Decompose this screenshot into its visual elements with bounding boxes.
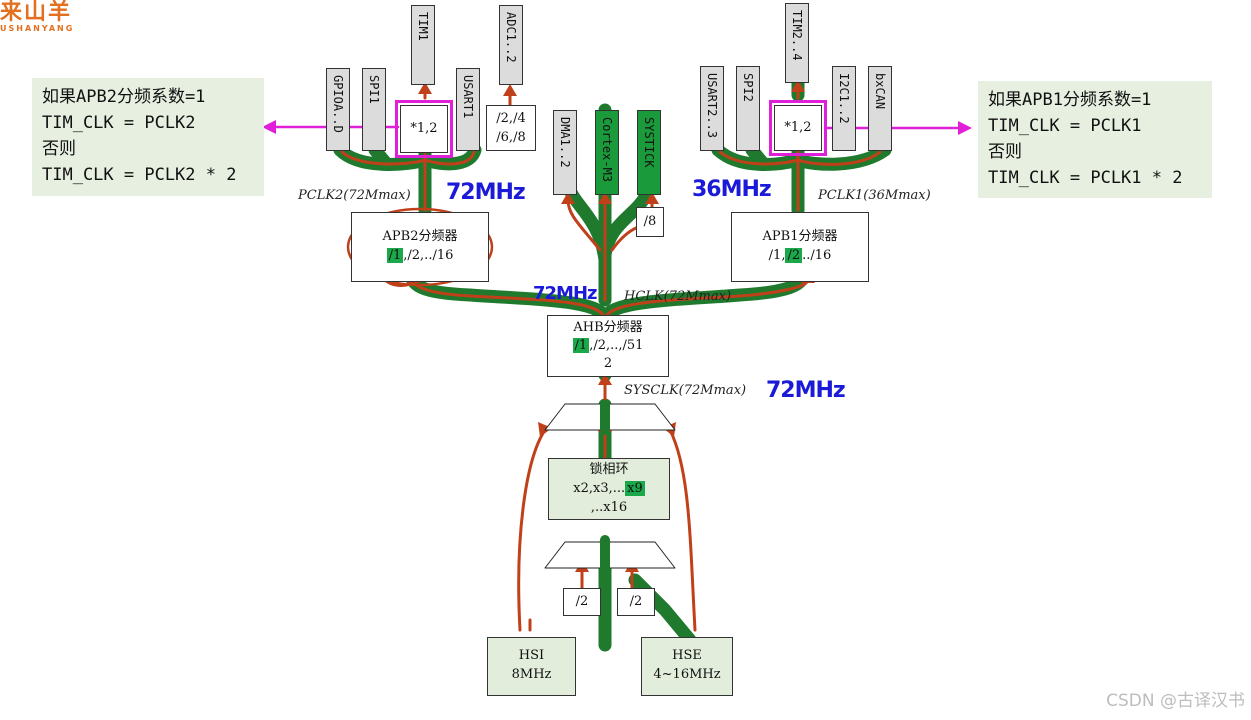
note-apb1-line2: TIM_CLK = PCLK1 (988, 116, 1142, 136)
periph-adc-label: ADC1..2 (504, 12, 518, 63)
hse-div2-label: /2 (629, 594, 643, 609)
pll-title: 锁相环 (589, 462, 629, 477)
tim-multiplier-left-label: *1,2 (410, 121, 438, 136)
periph-spi2-label: SPI2 (741, 73, 755, 102)
apb1-prescaler-title: APB1分频器 (762, 229, 838, 244)
pclk2-label: PCLK2(72Mmax) (298, 188, 411, 203)
hand-hclk-freq: 72MHz (533, 283, 598, 304)
apb2-prescaler-title: APB2分频器 (382, 229, 458, 244)
hand-pclk1-freq: 36MHz (692, 177, 772, 202)
hse-name: HSE (672, 648, 702, 663)
note-apb1-line4: TIM_CLK = PCLK1 * 2 (988, 168, 1183, 188)
pll-line1-text: x2,x3,... (573, 481, 626, 496)
ahb-prescaler-rest: ,/2,..,/51 (589, 338, 644, 353)
hsi-div2: /2 (563, 588, 601, 616)
apb1-prescaler-rest: ../16 (802, 248, 832, 263)
adc-divider-line2: /6,/8 (496, 130, 526, 145)
periph-bxcan: bxCAN (868, 66, 892, 151)
ahb-prescaler-values: /1,/2,..,/51 (548, 337, 668, 355)
periph-tim1: TIM1 (411, 5, 435, 85)
pll-selected: x9 (625, 481, 645, 496)
apb2-red-circle (346, 207, 494, 287)
hclk-label: HCLK(72Mmax) (624, 289, 732, 304)
note-apb1-line1: 如果APB1分频系数=1 (988, 90, 1152, 110)
periph-gpioa-label: GPIOA..D (331, 75, 345, 133)
note-apb2-line4: TIM_CLK = PCLK2 * 2 (42, 165, 237, 185)
apb2-prescaler: APB2分频器 /1,/2,../16 (351, 212, 489, 282)
ahb-prescaler: AHB分频器 /1,/2,..,/51 2 (547, 315, 669, 377)
core-systick: SYSTICK (637, 110, 661, 195)
adc-divider: /2,/4 /6,/8 (486, 105, 536, 151)
hsi-div2-label: /2 (575, 594, 589, 609)
pll-line2: ,..x16 (590, 500, 628, 515)
hse-div2: /2 (617, 588, 655, 616)
apb2-prescaler-values: /1,/2,../16 (352, 246, 488, 265)
ahb-prescaler-selected: /1 (572, 338, 590, 353)
hsi-freq: 8MHz (511, 667, 552, 682)
tim-multiplier-left: *1,2 (395, 100, 453, 158)
ahb-prescaler-title: AHB分频器 (573, 320, 643, 335)
pclk1-label: PCLK1(36Mmax) (818, 188, 931, 203)
note-apb2-line1: 如果APB2分频系数=1 (42, 87, 206, 107)
pll-line1: x2,x3,...x9 (549, 479, 669, 498)
hsi-source: HSI 8MHz (487, 637, 576, 696)
periph-spi1: SPI1 (362, 68, 386, 151)
note-apb2-line2: TIM_CLK = PCLK2 (42, 113, 196, 133)
watermark: CSDN @古译汉书 (1106, 691, 1245, 711)
tim-multiplier-right-label: *1,2 (784, 120, 812, 135)
hsi-name: HSI (518, 648, 545, 663)
adc-divider-line1: /2,/4 (496, 111, 526, 126)
systick-divider: /8 (636, 207, 664, 237)
core-systick-label: SYSTICK (642, 117, 656, 168)
ahb-prescaler-wrap: 2 (603, 356, 613, 371)
apb1-prescaler-values: /1,/2../16 (732, 246, 868, 265)
logo: 来山羊 USHANYANG (0, 0, 74, 33)
hse-freq: 4~16MHz (653, 667, 721, 682)
hand-sysclk-freq: 72MHz (766, 378, 846, 403)
note-apb2-line3: 否则 (42, 139, 76, 159)
core-cortex: Cortex-M3 (595, 110, 619, 195)
logo-sub: USHANYANG (0, 24, 75, 33)
note-apb1: 如果APB1分频系数=1 TIM_CLK = PCLK1 否则 TIM_CLK … (978, 81, 1212, 198)
apb1-prescaler-selected: /2 (785, 248, 803, 263)
periph-i2c-label: I2C1..2 (837, 73, 851, 124)
pll-block: 锁相环 x2,x3,...x9 ,..x16 (548, 458, 670, 520)
apb1-prescaler-pre: /1, (768, 248, 786, 263)
systick-divider-label: /8 (643, 214, 657, 229)
apb2-prescaler-selected: /1 (386, 248, 404, 263)
hand-pclk2-freq: 72MHz (446, 180, 526, 205)
hse-source: HSE 4~16MHz (641, 637, 733, 696)
tim-multiplier-right: *1,2 (769, 100, 827, 156)
core-dma-label: DMA1..2 (558, 117, 572, 168)
periph-i2c: I2C1..2 (832, 66, 856, 151)
note-apb2: 如果APB2分频系数=1 TIM_CLK = PCLK2 否则 TIM_CLK … (32, 78, 264, 196)
periph-bxcan-label: bxCAN (873, 73, 887, 110)
core-cortex-label: Cortex-M3 (600, 117, 614, 183)
periph-usart1-label: USART1 (461, 75, 475, 119)
periph-tim2-label: TIM2..4 (790, 10, 804, 61)
periph-adc: ADC1..2 (499, 5, 523, 85)
periph-usart1: USART1 (456, 68, 480, 151)
periph-spi2: SPI2 (736, 66, 760, 151)
periph-spi1-label: SPI1 (367, 75, 381, 104)
logo-main: 来山羊 (0, 0, 73, 25)
apb2-prescaler-rest: ,/2,../16 (403, 248, 454, 263)
periph-gpioa: GPIOA..D (326, 68, 350, 151)
periph-usart2-label: USART2..3 (705, 73, 719, 139)
apb1-prescaler: APB1分频器 /1,/2../16 (731, 212, 869, 282)
periph-tim2: TIM2..4 (785, 3, 809, 83)
note-apb1-line3: 否则 (988, 142, 1022, 162)
sysclk-label: SYSCLK(72Mmax) (624, 383, 747, 398)
periph-tim1-label: TIM1 (416, 12, 430, 41)
periph-usart2: USART2..3 (700, 66, 724, 151)
core-dma: DMA1..2 (553, 110, 577, 195)
